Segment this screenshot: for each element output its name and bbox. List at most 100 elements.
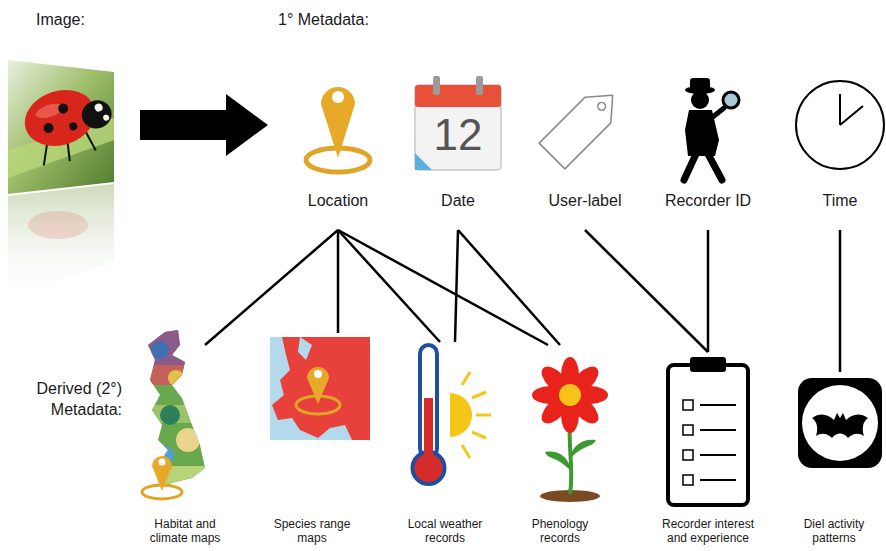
icon-part xyxy=(462,372,470,385)
icon-part xyxy=(683,475,693,485)
metadata-item: Recorder ID xyxy=(658,66,758,230)
node-label: Date xyxy=(441,191,475,210)
tag-icon xyxy=(539,82,625,168)
section-label: Image: xyxy=(36,10,85,30)
section-label: 1° Metadata: xyxy=(278,10,369,30)
icon-part xyxy=(683,450,693,460)
icon-part xyxy=(140,365,210,385)
icon-part xyxy=(314,370,322,378)
icon-part xyxy=(102,114,110,122)
icon-part xyxy=(424,398,433,466)
icon-part xyxy=(462,445,470,458)
icon-part xyxy=(723,92,739,108)
icon-part xyxy=(94,103,104,113)
icon-part xyxy=(415,85,501,170)
flower-icon xyxy=(532,357,608,502)
connector-line xyxy=(338,230,548,345)
icon-part xyxy=(472,432,486,438)
icon-part xyxy=(700,404,736,406)
derived-item: Phenology records xyxy=(506,345,614,548)
node-label: Local weather records xyxy=(397,517,493,545)
icon-part xyxy=(415,85,501,107)
icon-part xyxy=(708,154,722,180)
location-icon xyxy=(306,87,370,172)
icon-part xyxy=(532,357,608,433)
icon-part xyxy=(168,370,184,386)
derived-item: Local weather records xyxy=(391,342,499,548)
range-map-icon xyxy=(270,337,370,440)
icon-part xyxy=(539,82,625,168)
node-label: User-label xyxy=(549,191,622,210)
icon-part xyxy=(298,337,312,360)
icon-part xyxy=(796,81,884,169)
derived-item: Species range maps xyxy=(258,333,366,548)
metadata-item: Time xyxy=(802,66,878,230)
icon-part xyxy=(668,365,748,505)
icon-part xyxy=(691,91,709,109)
icon-part xyxy=(683,425,693,435)
icon-part xyxy=(38,143,54,165)
icon-part xyxy=(8,184,114,305)
node-label: Phenology records xyxy=(512,517,608,545)
habitat-map-icon xyxy=(140,325,210,499)
connector-line xyxy=(338,230,440,342)
icon-part xyxy=(270,337,370,440)
metadata-item: Location xyxy=(290,66,386,230)
icon-part xyxy=(140,325,210,496)
icon-part xyxy=(684,154,696,180)
icon-part xyxy=(78,97,115,133)
icon-part xyxy=(152,456,172,491)
icon-part xyxy=(160,405,180,425)
connector-line xyxy=(337,230,340,333)
clock-icon xyxy=(796,81,884,169)
icon-part xyxy=(472,392,486,398)
icon-part xyxy=(839,94,841,125)
icon-part xyxy=(57,102,70,115)
derived-item: Recorder interest and experience xyxy=(654,352,762,548)
icon-part xyxy=(700,454,736,456)
icon-part xyxy=(709,108,724,120)
icon-part xyxy=(450,393,472,437)
node-label: Habitat and climate maps xyxy=(137,517,233,545)
icon-part xyxy=(17,77,122,171)
ladybird-photo xyxy=(8,60,122,305)
icon-part xyxy=(433,76,440,95)
calendar-icon xyxy=(415,76,501,170)
icon-part xyxy=(571,440,596,458)
icon-part xyxy=(332,91,344,103)
icon-part xyxy=(690,357,726,372)
icon-part xyxy=(140,325,210,495)
calendar-number: 12 xyxy=(418,113,498,157)
connector-line xyxy=(455,230,458,342)
icon-part xyxy=(683,400,693,410)
icon-part xyxy=(68,121,78,131)
icon-part xyxy=(321,87,355,158)
icon-part xyxy=(840,106,863,125)
connector-line xyxy=(839,230,842,372)
metadata-item: User-label xyxy=(537,66,633,230)
icon-part xyxy=(85,130,96,152)
icon-part xyxy=(559,384,581,406)
connector-line xyxy=(585,230,708,352)
bat-icon xyxy=(798,378,882,468)
connector-line xyxy=(458,230,560,345)
icon-part xyxy=(307,367,329,404)
icon-part xyxy=(151,341,169,359)
icon-part xyxy=(272,337,370,440)
node-label: Species range maps xyxy=(264,517,360,545)
node-label: Recorder interest and experience xyxy=(660,517,756,545)
node-label: Diel activity patterns xyxy=(790,517,878,545)
section-label: Derived (2°) Metadata: xyxy=(4,378,122,420)
icon-part xyxy=(159,459,166,466)
arrow-shape xyxy=(140,94,268,156)
connector-line xyxy=(205,230,338,345)
node-label: Location xyxy=(308,191,369,210)
icon-part xyxy=(700,429,736,431)
icon-part xyxy=(42,122,55,135)
icon-part xyxy=(28,211,88,239)
connector-line xyxy=(707,230,710,352)
weather-icon xyxy=(413,345,492,484)
